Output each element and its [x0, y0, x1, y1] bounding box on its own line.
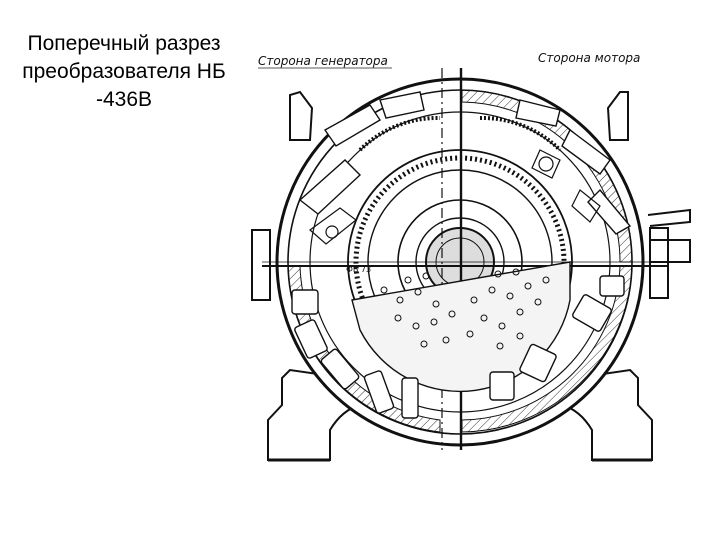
- generator-side-label: Сторона генератора: [258, 54, 388, 68]
- caption-line-1: Поперечный разрез: [27, 32, 221, 55]
- right-lug: [606, 91, 629, 141]
- winding-holes: [380, 268, 550, 350]
- left-lug: [289, 90, 314, 141]
- figure-caption: Поперечный разрез преобразователя НБ -43…: [4, 30, 244, 114]
- dimension-label: ФЬ 73: [346, 265, 371, 274]
- upper-field-poles: [298, 91, 632, 235]
- lower-section-hatch-right: [461, 265, 633, 433]
- brush-gear: [309, 115, 601, 245]
- caption-line-2: преобразователя НБ: [22, 60, 226, 83]
- rotor-lamination-section: [351, 261, 571, 393]
- caption-line-3: -436В: [95, 88, 153, 111]
- lower-field-coils: [291, 275, 625, 419]
- motor-side-label: Сторона мотора: [538, 51, 640, 65]
